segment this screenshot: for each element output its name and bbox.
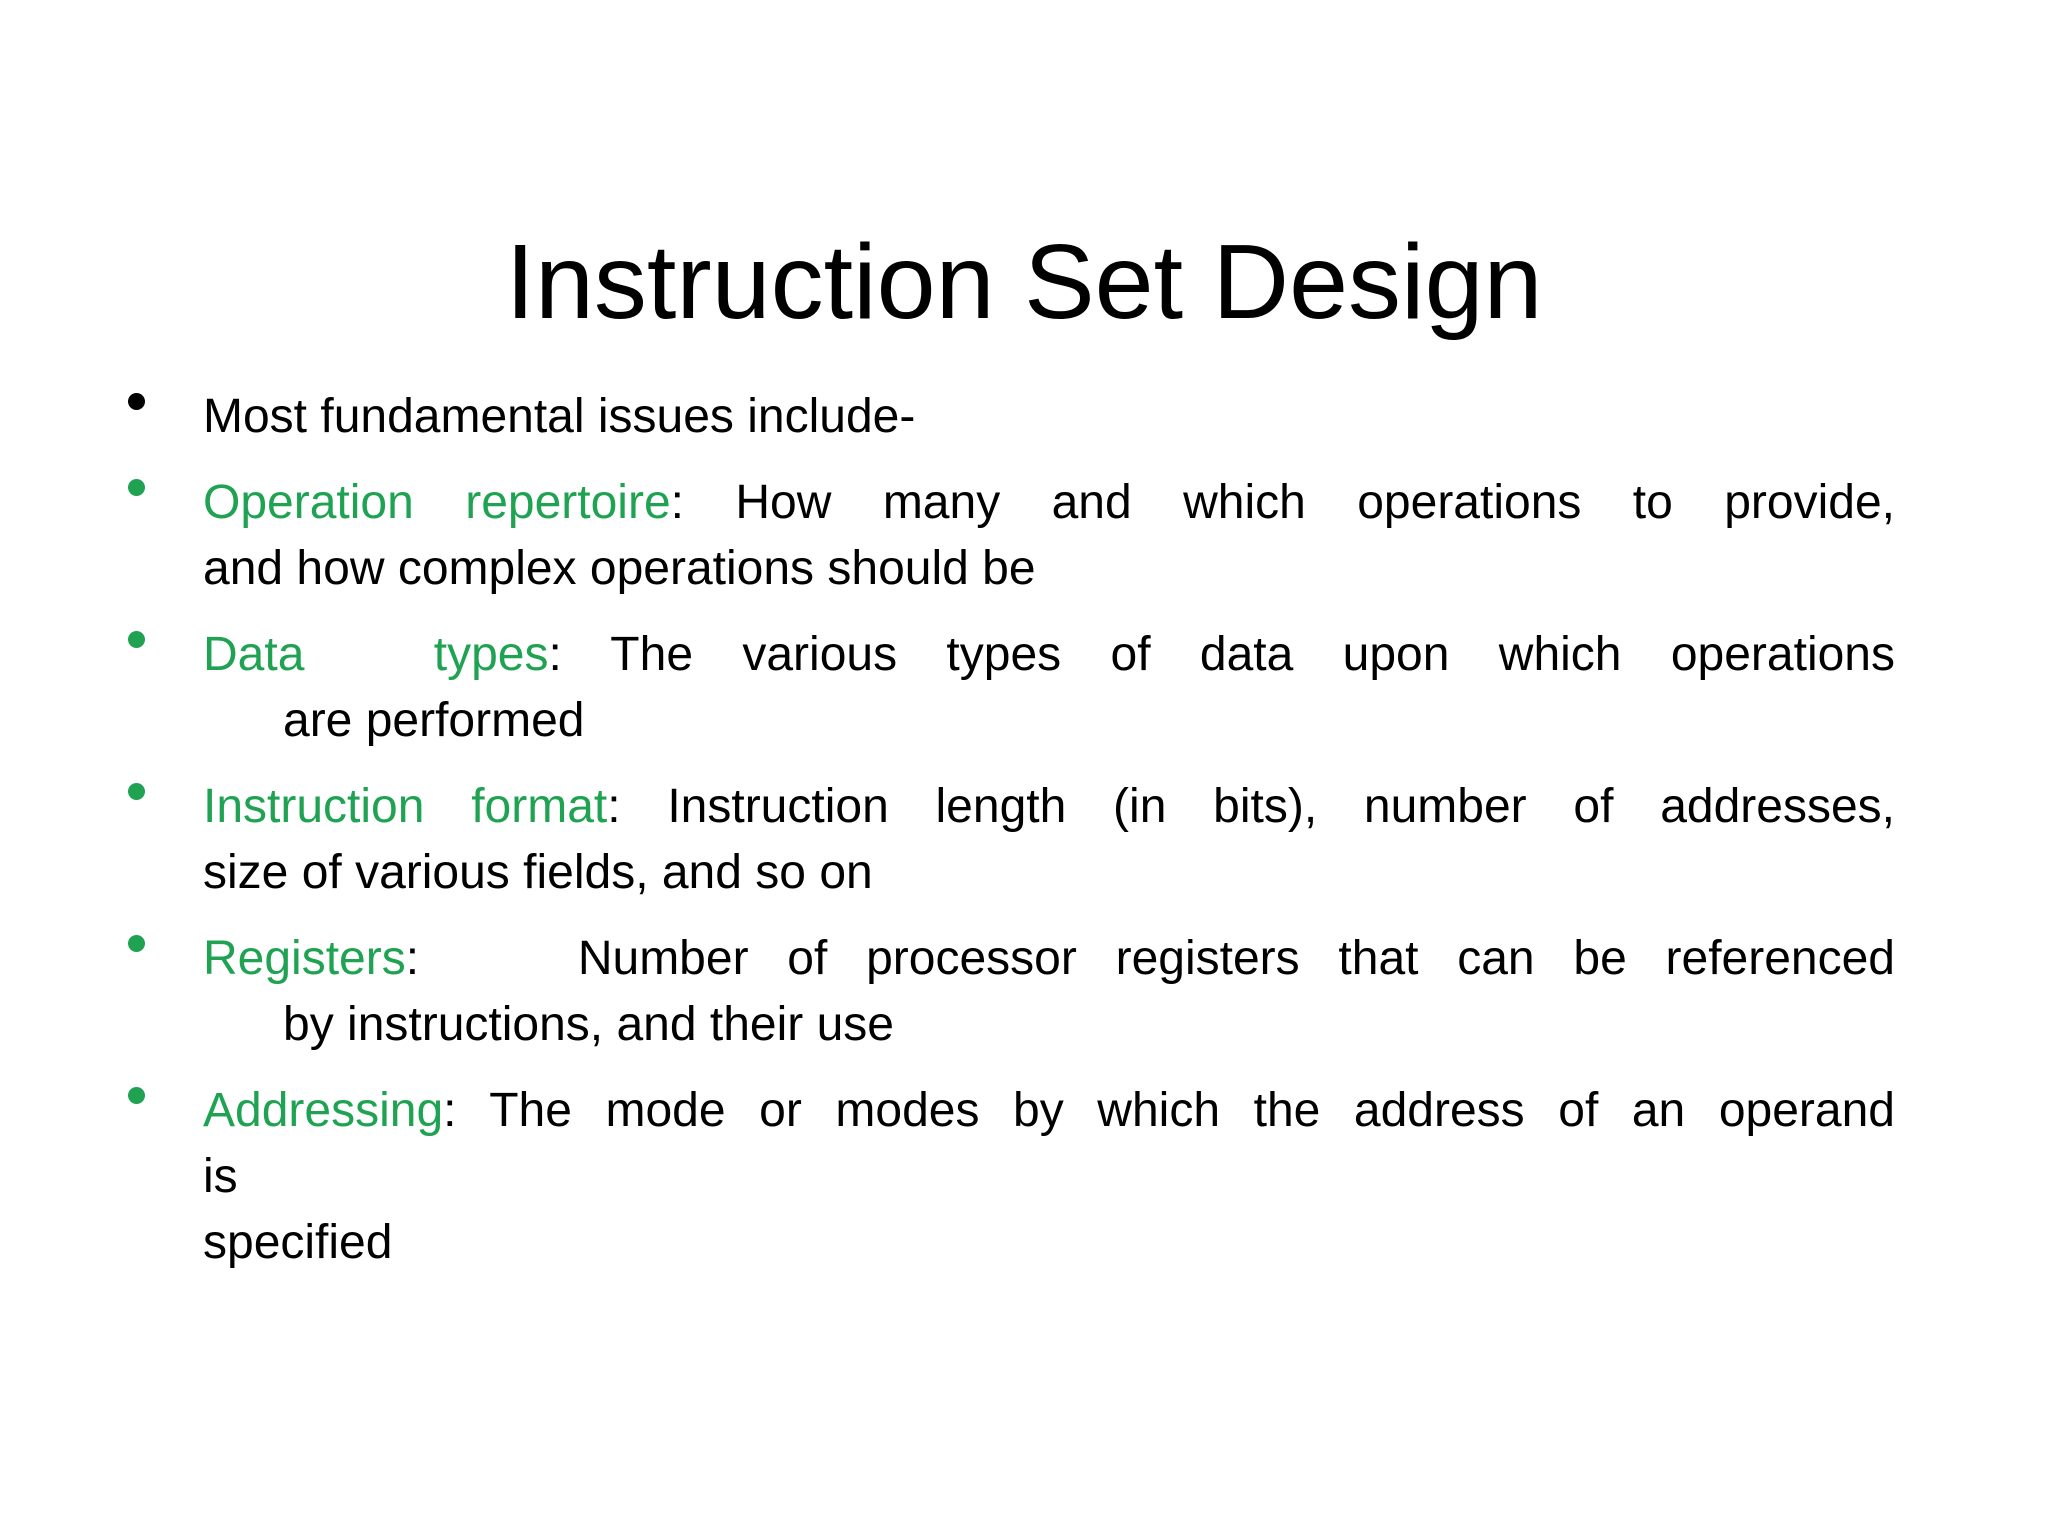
bullet-line: and how complex operations should be [203,536,1895,602]
text-segment: Number of processor registers that can b… [539,932,1895,985]
bullet-list: Most fundamental issues include- Operati… [128,384,1895,1276]
text-segment: : The various types of data upon which o… [548,628,1896,681]
text-segment: and how complex operations should be [203,542,1036,595]
page-title: Instruction Set Design [505,223,1543,342]
text-segment: size of various fields, and so on [203,846,873,899]
bullet-dot [128,783,145,800]
bullet-item-fundamental-issues: Most fundamental issues include- [128,384,1895,450]
bullet-line: Addressing: The mode or modes by which t… [203,1078,1895,1144]
bullet-line: Instruction format: Instruction length (… [203,774,1895,840]
bullet-line: by instructions, and their use [203,992,1895,1058]
bullet-line: is [203,1144,1895,1210]
bullet-dot [128,479,145,496]
text-segment: are performed [283,694,585,747]
bullet-dot [128,631,145,648]
text-segment: Most fundamental issues include- [203,390,916,443]
bullet-item-addressing: Addressing: The mode or modes by which t… [128,1078,1895,1276]
keyword-segment: Instruction format [203,780,608,833]
bullet-dot [128,1087,145,1104]
bullet-line: are performed [203,688,1895,754]
text-segment: specified [203,1216,393,1269]
keyword-segment: types [433,628,549,681]
text-segment: : Instruction length (in bits), number o… [607,780,1896,833]
keyword-segment: Registers [203,932,406,985]
bullet-item-registers: Registers: Number of processor registers… [128,926,1895,1058]
text-segment: : The mode or modes by which the address… [443,1084,1895,1137]
text-segment: : How many and which operations to provi… [670,476,1896,529]
bullet-line: size of various fields, and so on [203,840,1895,906]
bullet-line: Most fundamental issues include- [203,384,1895,450]
text-segment: : [405,932,420,985]
text-segment: by instructions, and their use [283,998,894,1051]
bullet-line: Registers: Number of processor registers… [203,926,1895,992]
bullet-item-instruction-format: Instruction format: Instruction length (… [128,774,1895,906]
keyword-segment: Addressing [203,1084,444,1137]
keyword-segment: Operation repertoire [203,476,671,529]
bullet-line: Data types: The various types of data up… [203,622,1895,688]
bullet-dot [128,393,145,410]
bullet-item-data-types: Data types: The various types of data up… [128,622,1895,754]
bullet-item-operation-repertoire: Operation repertoire: How many and which… [128,470,1895,602]
keyword-segment: Data [203,628,354,681]
bullet-line: specified [203,1210,1895,1276]
bullet-dot [128,935,145,952]
text-segment: is [203,1150,238,1203]
bullet-line: Operation repertoire: How many and which… [203,470,1895,536]
